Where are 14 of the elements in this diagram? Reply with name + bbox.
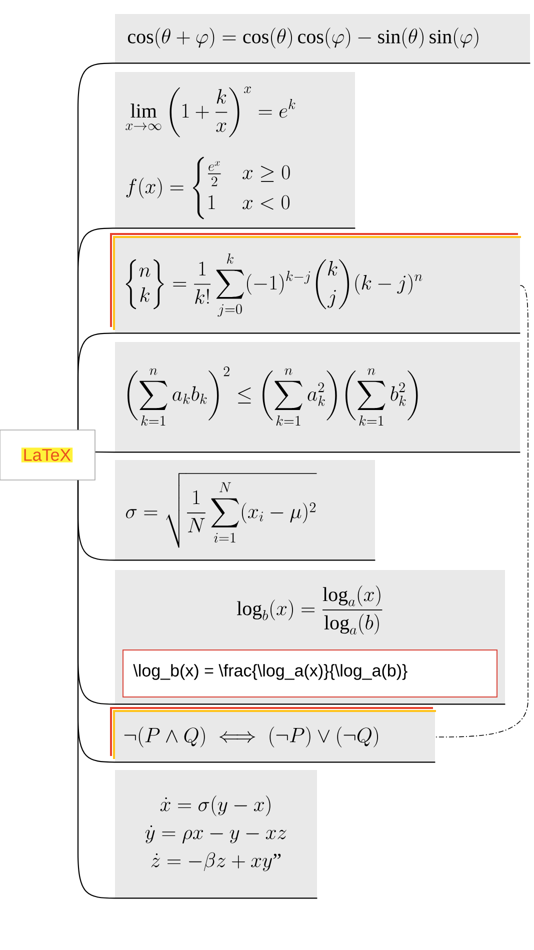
formula-box: $\log_b(x) = \frac{\log_a(x)}{\log_a(b)}$ \log_b(x) = \frac{\log_a(x)}{\log_a(b)} [115,570,505,704]
input-field: \log_b(x) = \frac{\log_a(x)}{\log_a(b)} [122,650,498,698]
formula-box: $\begin{Bmatrix} n \\ k \end{Bmatrix} = \frac{1}{k!}\sum_{j=0}^k (-1)^{k-j} \binom{k}{j} (k-j)^n$ [110,233,521,333]
relationship-line [434,285,528,738]
branch-line [77,480,318,899]
branch-line [95,451,520,453]
formula-box: $\cos(\theta+\varphi) = \cos(\theta)\cos(\varphi) - \sin(\theta)\sin(\varphi)$ [115,14,530,63]
formula-box: $\begin{gathered}\dot{x} = \sigma(y-x)\\ \dot{y} = \rho x - y - xz\\ \dot{z} = -\beta z + xy\text{"}\end{gathered}$ [115,770,317,898]
formula-box: $\biggl(\sum_{k=1}^n a_k b_k\biggr)^2 \leq \biggl(\sum_{k=1}^n a_k^2\biggr) \biggl(\sum_{k=1}^n b_k^2\biggr)$ [115,342,520,452]
formula-box: $\lim_{x\to\infty} \left(1+\frac{k}{x}\right)^x = e^k$ $f(x) = \begin{cases}\frac{e^x}{2} & x\geq 0\\ 1 & x<0\end{cases}$ [115,72,355,228]
formula-box: $\sigma = \sqrt{\frac{1}{N}\sum_{i=1}^N (x_i-\mu)^2}$ [115,460,375,560]
topic-box: LaTeX [0,430,96,480]
formula-box: $\neg(P\wedge Q) \iff (\neg P)\vee(\neg Q)$ [110,707,436,762]
branch-line [77,332,520,430]
